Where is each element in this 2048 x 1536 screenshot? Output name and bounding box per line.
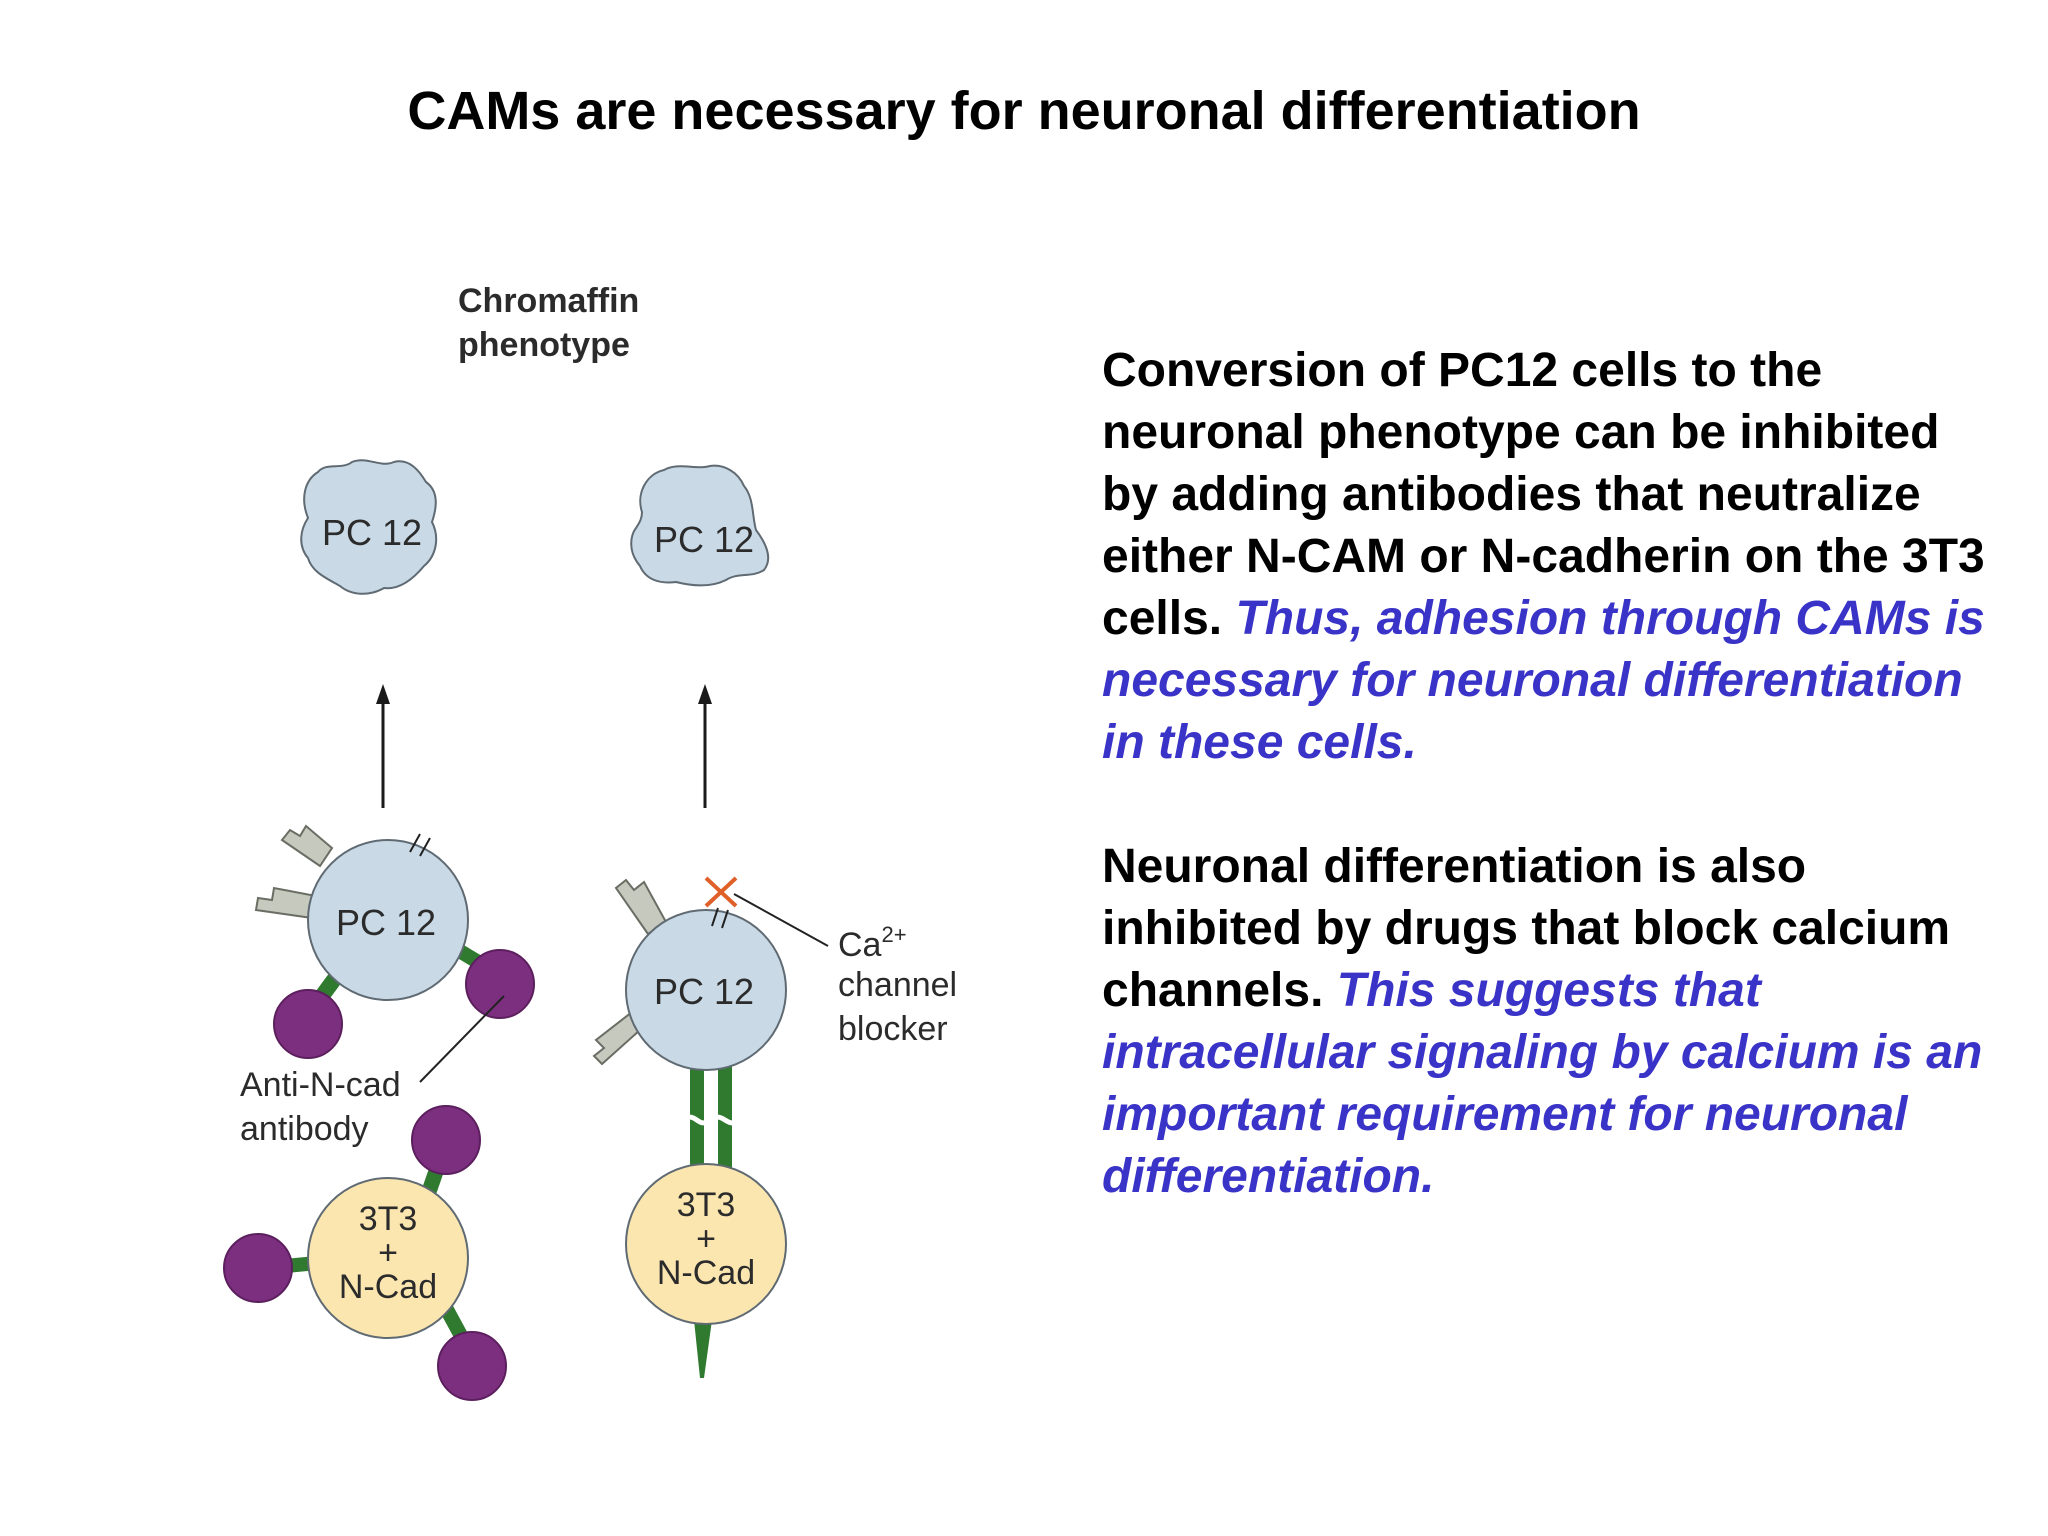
para2-conclusion: This suggests that intracellular signali… bbox=[1102, 964, 1983, 1203]
antibody-icon bbox=[273, 989, 343, 1059]
cell-3t3-right-line1: 3T3 bbox=[677, 1186, 736, 1224]
receptor-shape bbox=[280, 824, 334, 868]
antibody-icon bbox=[411, 1105, 481, 1175]
cell-3t3-label-line3: N-Cad bbox=[339, 1268, 437, 1306]
explanation-text: Conversion of PC12 cells to the neuronal… bbox=[1102, 340, 2002, 1208]
calcium-label-base: Ca bbox=[838, 926, 882, 964]
pc12-cell-right bbox=[625, 909, 787, 1071]
phenotype-label-line2: phenotype bbox=[458, 326, 630, 364]
cell-3t3-label-line2: + bbox=[378, 1234, 398, 1272]
pc12-label-top-right: PC 12 bbox=[654, 519, 754, 560]
cell-3t3-right bbox=[625, 1163, 787, 1325]
cell-3t3-left bbox=[307, 1177, 469, 1339]
chromaffin-cell-right: PC 12 bbox=[630, 464, 770, 587]
pc12-cell-left bbox=[307, 839, 469, 1001]
calcium-label-line2: channel bbox=[838, 966, 957, 1004]
slide-title: CAMs are necessary for neuronal differen… bbox=[407, 81, 1641, 141]
cell-3t3-right-line2: + bbox=[696, 1220, 716, 1258]
arrow-right bbox=[698, 684, 712, 808]
cam-diagram: Chromaffin phenotype PC 12 PC 12 PC 12 bbox=[223, 282, 957, 1401]
calcium-label-line3: blocker bbox=[838, 1010, 948, 1048]
receptor-shape bbox=[254, 886, 318, 920]
pc12-label-left: PC 12 bbox=[336, 902, 436, 943]
antibody-label-line1: Anti-N-cad bbox=[240, 1066, 401, 1104]
antibody-label-line2: antibody bbox=[240, 1110, 369, 1148]
para2-statement: Neuronal differentiation is also inhibit… bbox=[1102, 840, 1951, 1017]
calcium-label-sup: 2+ bbox=[881, 922, 906, 947]
chromaffin-cell-left: PC 12 bbox=[300, 459, 438, 595]
cell-3t3-right-line3: N-Cad bbox=[657, 1254, 755, 1292]
calcium-label-line1: Ca2+ bbox=[838, 922, 907, 964]
right-complex: PC 12 3T3 + N-Cad bbox=[592, 876, 829, 1378]
para1-statement: Conversion of PC12 cells to the neuronal… bbox=[1102, 344, 1985, 645]
para1-conclusion: Thus, adhesion through CAMs is necessary… bbox=[1102, 592, 1985, 769]
paragraph-spacer bbox=[1102, 774, 2002, 836]
cadherin-stalk bbox=[694, 1320, 712, 1378]
cell-3t3-label-line1: 3T3 bbox=[359, 1200, 418, 1238]
phenotype-label-line1: Chromaffin bbox=[458, 282, 639, 320]
paragraph-calcium-signaling: Neuronal differentiation is also inhibit… bbox=[1102, 836, 2002, 1208]
antibody-icon bbox=[437, 1331, 507, 1401]
antibody-icon bbox=[223, 1233, 293, 1303]
left-3t3-complex: 3T3 + N-Cad bbox=[223, 1105, 507, 1401]
paragraph-cam-inhibition: Conversion of PC12 cells to the neuronal… bbox=[1102, 340, 2002, 774]
left-pc12-complex: PC 12 bbox=[254, 824, 535, 1083]
pc12-label-right: PC 12 bbox=[654, 971, 754, 1012]
antibody-icon bbox=[465, 949, 535, 1019]
pc12-label-top-left: PC 12 bbox=[322, 512, 422, 553]
arrow-left bbox=[376, 684, 390, 808]
